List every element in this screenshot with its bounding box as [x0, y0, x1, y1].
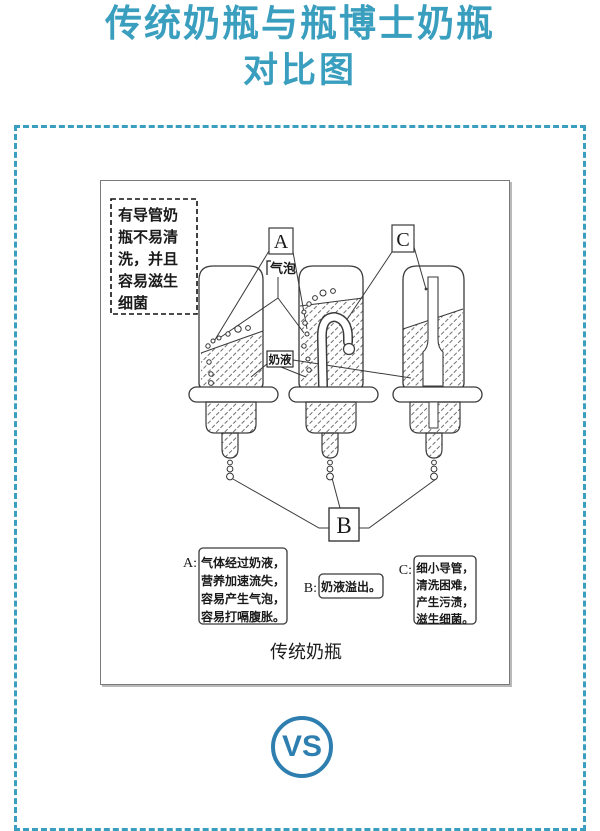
note-box: 有导管奶 瓶不易清 洗，并且 容易滋生 细菌	[110, 198, 198, 315]
callout-a: A: 气体经过奶液， 营养加速流失， 容易产生气泡， 容易打嗝腹胀。	[183, 547, 288, 625]
left-bottle-nipple-tip	[221, 432, 239, 459]
middle-bottle-milk	[300, 298, 363, 386]
c-pointer-dot-right	[424, 287, 428, 291]
note-line: 细菌	[118, 294, 148, 312]
vs-label: VS	[281, 730, 323, 763]
right-bottle-drips	[430, 459, 438, 481]
page-title: 传统奶瓶与瓶博士奶瓶 对比图	[0, 0, 600, 94]
marker-labels: A C B 气泡 奶液	[266, 224, 415, 542]
right-vent-tube	[422, 276, 444, 387]
callout-c-prefix: C:	[399, 563, 412, 578]
left-bottle-bubbles	[205, 325, 251, 386]
right-bottle-collar	[392, 386, 483, 403]
b-callout-line-mid	[331, 477, 341, 509]
diagram-caption: 传统奶瓶	[270, 642, 342, 662]
bubbles-label: 气泡	[270, 261, 296, 276]
c-callout-line-right	[413, 246, 427, 290]
page-title-line2: 对比图	[242, 51, 357, 90]
callout-c-line: 清洗困难，	[416, 578, 474, 592]
label-c: C	[396, 229, 409, 251]
middle-bottle-nipple	[305, 401, 357, 434]
callout-c-line: 产生污渍，	[416, 595, 474, 609]
page-title-line1: 传统奶瓶与瓶博士奶瓶	[105, 3, 495, 44]
middle-bottle-collar	[288, 386, 379, 403]
middle-bottle-nipple-tip	[321, 432, 339, 459]
middle-bottle-bubbles	[301, 288, 336, 373]
bubbles-callout-line-right	[277, 297, 305, 334]
callout-b: B: 奶液溢出。	[304, 573, 384, 599]
callout-b-text: 奶液溢出。	[321, 579, 381, 594]
label-c-box	[391, 224, 415, 253]
callout-a-line: 营养加速流失，	[201, 573, 285, 588]
label-b-box	[328, 507, 360, 542]
middle-hook-tube	[318, 313, 352, 391]
left-bottle-milk	[201, 331, 263, 386]
callout-a-prefix: A:	[183, 556, 197, 571]
left-bottle-collar	[188, 386, 279, 403]
label-a-box	[268, 227, 294, 255]
note-box-border	[110, 198, 198, 315]
milk-label: 奶液	[269, 353, 292, 367]
note-line: 容易滋生	[117, 272, 178, 290]
callout-c: C: 细小导管， 清洗困难， 产生污渍， 滋生细菌。	[399, 555, 477, 626]
callout-a-line: 气体经过奶液，	[200, 555, 285, 570]
a-callout-line-left	[212, 250, 270, 344]
middle-bottle-drips	[326, 459, 334, 481]
traditional-bottle-diagram: 有导管奶 瓶不易清 洗，并且 容易滋生 细菌	[100, 180, 510, 685]
left-bottle	[188, 265, 279, 481]
callout-c-line: 滋生细菌。	[416, 612, 474, 626]
callout-a-box	[198, 547, 288, 625]
callout-c-box	[413, 555, 477, 625]
label-a: A	[274, 231, 289, 253]
vs-badge: VS	[271, 716, 333, 778]
callout-a-line: 容易产生气泡，	[200, 591, 285, 606]
middle-hook-tube-end	[342, 342, 356, 356]
left-bottle-nipple	[205, 401, 257, 434]
bubbles-label-bracket	[266, 260, 271, 275]
b-callout-line-left	[232, 478, 329, 529]
right-vent-tube-lower	[428, 401, 439, 429]
label-b: B	[336, 513, 351, 538]
diagram-svg: 有导管奶 瓶不易清 洗，并且 容易滋生 细菌	[110, 198, 483, 662]
note-line: 洗，并且	[118, 250, 178, 268]
right-bottle-nipple-tip	[425, 432, 443, 459]
left-milk-surface	[200, 330, 264, 354]
callout-c-line: 细小导管，	[416, 561, 474, 575]
middle-bottle	[288, 265, 379, 481]
right-bottle	[392, 265, 483, 481]
b-callout-line-right	[359, 478, 437, 529]
note-line: 瓶不易清	[118, 228, 178, 246]
note-line: 有导管奶	[118, 206, 178, 224]
milk-label-box	[266, 350, 294, 368]
callout-a-line: 容易打嗝腹胀。	[200, 609, 285, 624]
callout-b-prefix: B:	[304, 581, 317, 596]
callout-b-box	[318, 573, 384, 599]
left-bottle-drips	[226, 459, 234, 481]
